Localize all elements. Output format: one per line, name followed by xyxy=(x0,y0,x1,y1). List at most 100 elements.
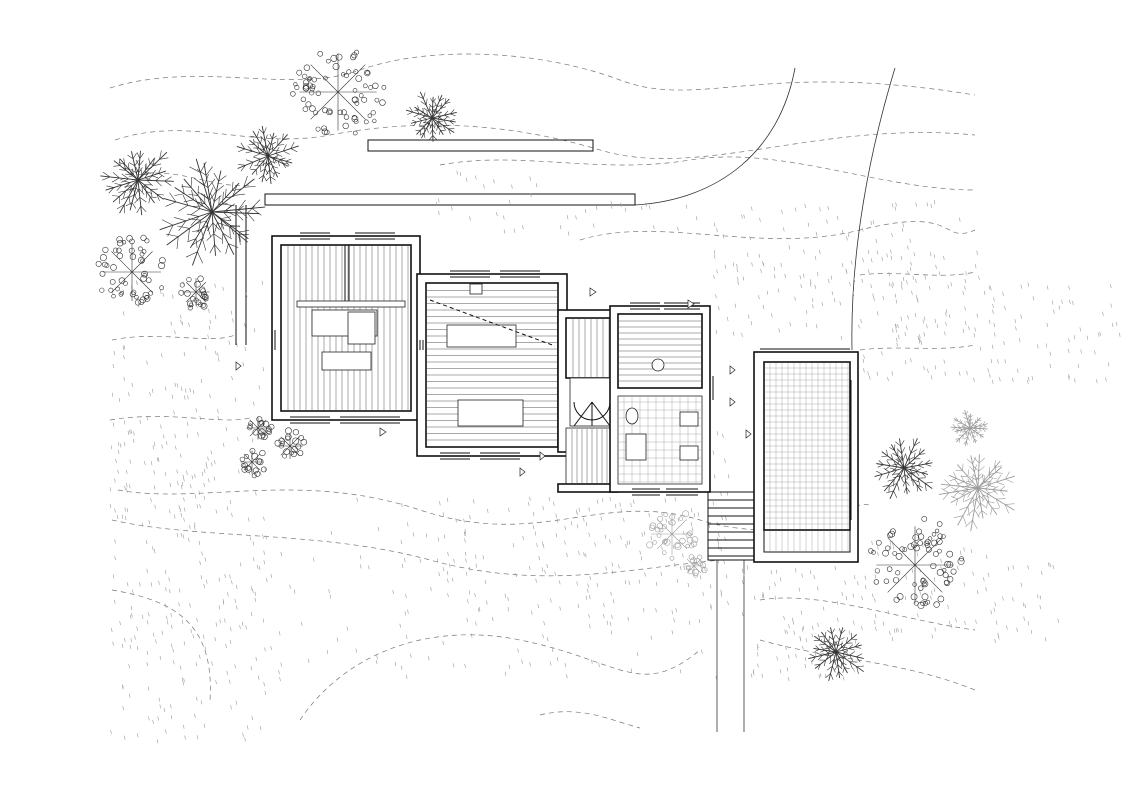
grass-tick xyxy=(915,294,918,299)
contour-line xyxy=(111,334,236,341)
tree-leaf xyxy=(674,541,681,549)
grass-tick xyxy=(892,203,894,208)
grass-tick xyxy=(710,603,712,609)
grass-tick xyxy=(992,304,994,309)
grass-tick xyxy=(451,577,454,582)
tree-twig xyxy=(181,186,192,188)
grass-tick xyxy=(798,587,800,592)
tree-leaf xyxy=(933,551,939,557)
tree-twig xyxy=(449,118,455,122)
tree-twig xyxy=(213,233,222,240)
grass-tick xyxy=(241,621,244,626)
tree-twig xyxy=(978,428,982,432)
grass-tick xyxy=(230,705,232,710)
tree-leaf xyxy=(254,470,261,477)
grass-tick xyxy=(129,644,132,649)
tree-twig xyxy=(207,178,216,188)
grass-tick xyxy=(578,550,580,555)
shower xyxy=(625,433,647,461)
tree-twig xyxy=(972,519,978,529)
grass-tick xyxy=(400,665,403,670)
tree-twig xyxy=(830,673,834,680)
grass-tick xyxy=(229,574,231,579)
grass-tick xyxy=(237,436,239,441)
tree-twig xyxy=(995,474,1002,483)
grass-tick xyxy=(564,525,566,530)
tree-twig xyxy=(917,465,925,469)
tree-twig xyxy=(238,234,241,245)
grass-tick xyxy=(717,545,720,550)
grass-tick xyxy=(990,359,993,364)
grass-tick xyxy=(203,482,205,487)
tree-leaf xyxy=(648,524,656,531)
grass-tick xyxy=(895,323,897,328)
grass-tick xyxy=(229,639,232,644)
tree-twig xyxy=(965,432,970,435)
tree-icon xyxy=(290,49,387,136)
grass-tick xyxy=(131,382,133,388)
grass-tick xyxy=(959,550,962,555)
grass-tick xyxy=(789,322,791,327)
tree-twig xyxy=(235,212,244,221)
grass-tick xyxy=(469,566,471,571)
tree-twig xyxy=(886,460,891,467)
main-house xyxy=(271,232,850,496)
tree-twig xyxy=(240,142,246,150)
tree-twig xyxy=(148,196,151,204)
grass-tick xyxy=(902,276,905,282)
grass-tick xyxy=(690,508,693,513)
grass-tick xyxy=(939,271,941,276)
tree-twig xyxy=(224,210,237,217)
grass-tick xyxy=(169,589,171,594)
tree-twig xyxy=(924,463,932,467)
grass-tick xyxy=(911,290,913,295)
grass-tick xyxy=(503,229,506,234)
grass-tick xyxy=(760,268,762,274)
grass-tick xyxy=(1039,595,1042,600)
grass-tick xyxy=(178,602,180,607)
wardrobe xyxy=(296,300,406,308)
grass-tick xyxy=(247,725,249,730)
tree-branch xyxy=(280,445,291,456)
tree-twig xyxy=(429,129,433,135)
grass-tick xyxy=(724,264,727,269)
tree-twig xyxy=(247,145,253,152)
grass-tick xyxy=(868,269,870,274)
grass-tick xyxy=(819,673,822,678)
grass-tick xyxy=(236,605,238,610)
grass-tick xyxy=(761,673,763,678)
grass-tick xyxy=(254,597,257,602)
grass-tick xyxy=(585,553,587,558)
grass-tick xyxy=(901,227,904,232)
grass-tick xyxy=(1119,332,1121,337)
tree-leaf xyxy=(365,70,370,75)
grass-tick xyxy=(963,582,965,587)
tree-leaf xyxy=(259,449,266,457)
grass-tick xyxy=(211,462,213,467)
tree-twig xyxy=(958,438,961,443)
tree-twig xyxy=(426,110,428,116)
grass-tick xyxy=(217,352,219,357)
grass-tick xyxy=(910,261,912,266)
grass-tick xyxy=(114,556,116,561)
grass-tick xyxy=(551,647,554,653)
tree-twig xyxy=(213,195,222,203)
grass-tick xyxy=(475,621,477,626)
grass-tick xyxy=(455,518,457,523)
grass-tick xyxy=(503,215,505,220)
entrance-arrow-icon xyxy=(519,467,526,477)
grass-tick xyxy=(564,662,567,667)
steps-outline xyxy=(707,491,757,561)
tree-twig xyxy=(118,162,125,165)
grass-tick xyxy=(356,497,358,502)
grass-tick xyxy=(201,471,204,476)
tree-twig xyxy=(832,665,836,673)
tree-twig xyxy=(986,500,988,509)
tree-leaf xyxy=(918,585,924,591)
tree-twig xyxy=(275,153,283,157)
tree-twig xyxy=(188,194,199,196)
grass-tick xyxy=(467,599,469,604)
tree-twig xyxy=(849,654,853,661)
grass-tick xyxy=(146,650,149,656)
